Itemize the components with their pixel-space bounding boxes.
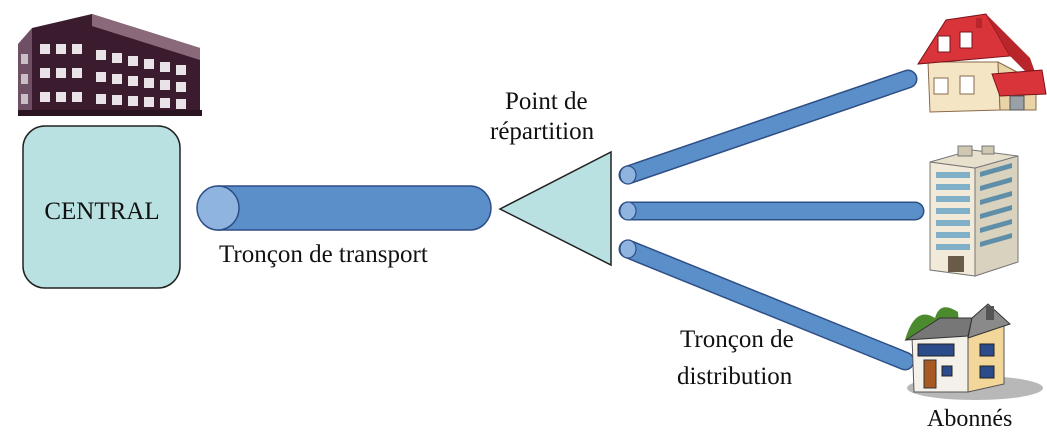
- distribution-label-line2: distribution: [677, 363, 793, 390]
- central-box: [22, 125, 181, 289]
- distribution-cable-upper: [618, 69, 918, 185]
- apartment-tower-icon: [929, 145, 1019, 277]
- small-house-icon: [904, 303, 1043, 400]
- distribution-cable-lower: [618, 239, 915, 371]
- transport-section-label: Tronçon de transport: [219, 241, 428, 268]
- office-building-icon: [18, 14, 202, 116]
- central-label: CENTRAL: [44, 198, 160, 225]
- repartition-label-line1: Point de: [505, 88, 588, 115]
- repartition-point: [498, 150, 612, 267]
- subscribers-label: Abonnés: [927, 406, 1013, 432]
- red-roof-house-icon: [917, 13, 1047, 113]
- distribution-label-line1: Tronçon de: [680, 326, 794, 353]
- transport-cable: [196, 185, 492, 231]
- repartition-label-line2: répartition: [490, 118, 595, 145]
- distribution-cable-middle: [618, 201, 925, 221]
